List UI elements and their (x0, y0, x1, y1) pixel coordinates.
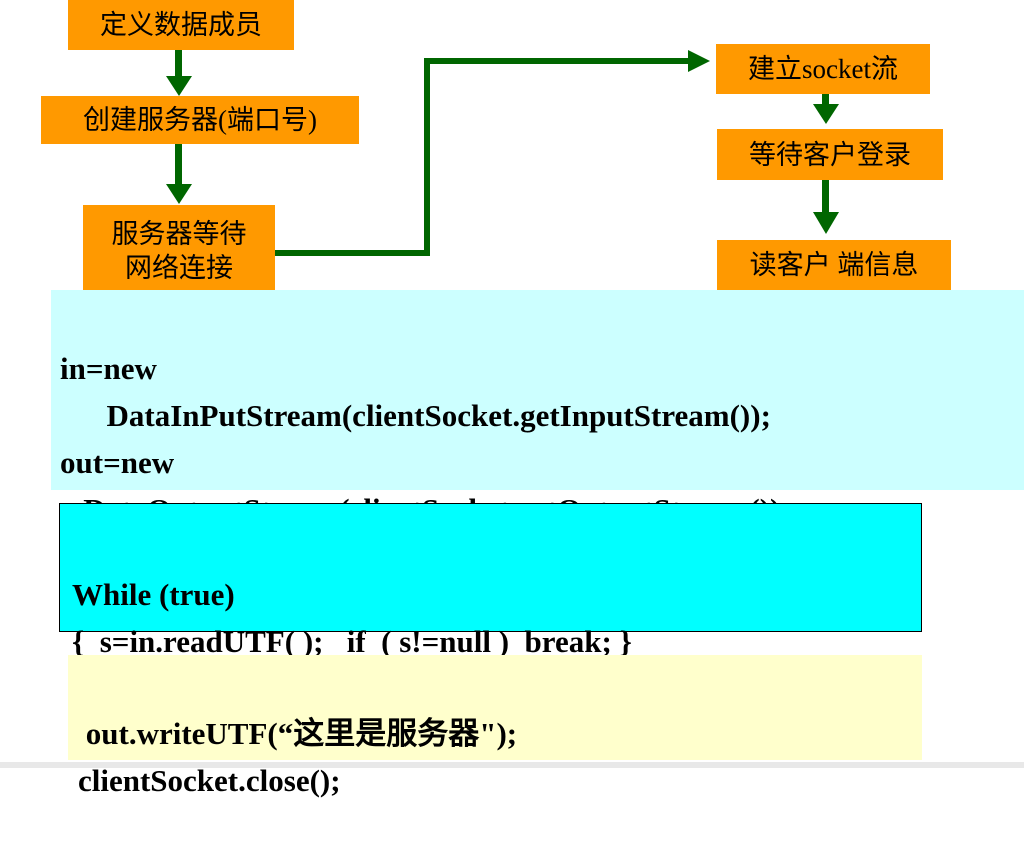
arrow-wait-to-socket (275, 50, 710, 256)
code-line: in=new (60, 351, 157, 386)
step-build-socket-stream: 建立socket流 (716, 44, 930, 94)
arrow-create-to-wait (166, 143, 192, 204)
step-read-label: 读客户 端信息 (749, 250, 919, 280)
slide-bottom-strip (0, 762, 1024, 768)
step-define-data-members: 定义数据成员 (68, 0, 294, 50)
step-wait-label-1: 服务器等待 (111, 219, 247, 249)
arrow-define-to-create (166, 48, 192, 96)
code-line: DataInPutStream(clientSocket.getInputStr… (60, 398, 771, 433)
flow-arrows (166, 48, 839, 256)
code-block-write-close: out.writeUTF(“这里是服务器");clientSocket.clos… (68, 655, 922, 798)
step-wait-label-2: 网络连接 (125, 253, 233, 283)
step-define-label: 定义数据成员 (100, 10, 262, 40)
code-line: out.writeUTF(“这里是服务器"); (78, 716, 518, 751)
arrow-login-to-read (813, 180, 839, 234)
code-line: out=new (60, 445, 175, 480)
code-line: { s=in.readUTF( ); if ( s!=null ) break;… (72, 624, 632, 659)
code-line: While (true) (72, 577, 235, 612)
step-create-server: 创建服务器(端口号) (41, 96, 359, 144)
step-wait-client-login: 等待客户登录 (717, 129, 943, 180)
step-create-label: 创建服务器(端口号) (83, 105, 317, 135)
step-login-label: 等待客户登录 (749, 139, 911, 170)
code-block-streams: in=new DataInPutStream(clientSocket.getI… (51, 290, 1024, 527)
step-server-wait: 服务器等待 网络连接 (83, 205, 275, 297)
step-socket-label: 建立socket流 (748, 54, 898, 84)
code-block-loop: While (true) { s=in.readUTF( ); if ( s!=n… (59, 503, 922, 659)
step-read-client-info: 读客户 端信息 (717, 240, 951, 290)
arrow-socket-to-login (813, 94, 839, 124)
